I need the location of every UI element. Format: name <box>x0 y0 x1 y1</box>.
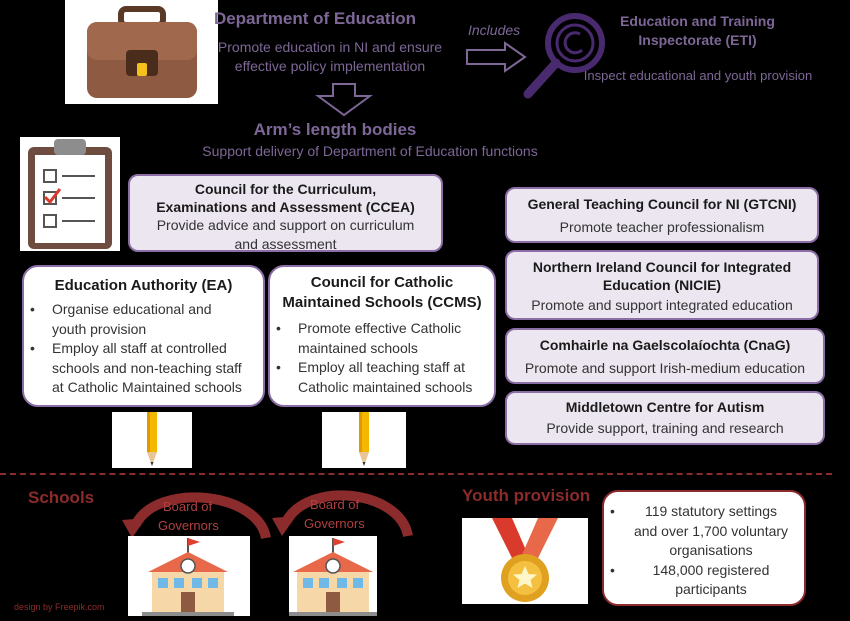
briefcase-icon <box>87 6 197 98</box>
ea-title: Education Authority (EA) <box>54 277 233 294</box>
gtcni-title: General Teaching Council for NI (GTCNI) <box>527 196 797 212</box>
eti-desc: Inspect educational and youth provision <box>583 68 813 83</box>
board-label-right-2: Governors <box>304 516 365 531</box>
ccea-box: Council for the Curriculum, Examinations… <box>128 174 443 252</box>
arms-length-desc: Support delivery of Department of Educat… <box>202 143 538 159</box>
schools-label: Schools <box>28 488 95 507</box>
clipboard-icon <box>28 139 112 249</box>
middletown-box: Middletown Centre for Autism Provide sup… <box>505 391 825 445</box>
department-title: Department of Education <box>213 9 417 28</box>
ccea-title-line1: Council for the Curriculum, <box>194 181 377 197</box>
pencil-image-left <box>112 412 192 468</box>
down-arrow <box>315 83 373 117</box>
cnag-desc: Promote and support Irish-medium educati… <box>524 360 806 376</box>
ccms-title-line1: Council for Catholic <box>310 274 454 291</box>
school-image-left <box>128 536 250 616</box>
eti-title-line2: Inspectorate (ETI) <box>638 32 757 48</box>
youth-title: Youth provision <box>462 486 591 505</box>
pencil-icon <box>147 412 157 466</box>
pencil-icon <box>359 412 369 466</box>
pencil-image-right <box>322 412 406 468</box>
ccea-desc-line2: and assessment <box>234 236 337 252</box>
ccms-box: Council for Catholic Maintained Schools … <box>268 265 496 407</box>
magnifier-icon <box>523 13 605 99</box>
cnag-box: Comhairle na Gaelscolaíochta (CnaG) Prom… <box>505 328 825 384</box>
nicie-title-line1: Northern Ireland Council for Integrated <box>532 259 792 275</box>
medal-icon <box>492 518 558 602</box>
board-label-left-1: Board of <box>163 499 213 514</box>
eti-title-line1: Education and Training <box>620 13 775 29</box>
ccea-title-line2: Examinations and Assessment (CCEA) <box>156 199 415 215</box>
nicie-box: Northern Ireland Council for Integrated … <box>505 250 819 320</box>
gtcni-box: General Teaching Council for NI (GTCNI) … <box>505 187 819 243</box>
board-label-left-2: Governors <box>158 518 219 533</box>
clipboard-image <box>20 137 120 251</box>
includes-arrow <box>466 41 527 73</box>
ccea-desc-line1: Provide advice and support on curriculum <box>156 217 415 233</box>
section-divider <box>0 473 832 475</box>
department-desc-line1: Promote education in NI and ensure <box>217 39 443 55</box>
middletown-title: Middletown Centre for Autism <box>565 399 765 415</box>
school-icon <box>289 538 377 616</box>
board-arc-left <box>122 492 271 540</box>
school-icon <box>142 538 234 616</box>
cnag-title: Comhairle na Gaelscolaíochta (CnaG) <box>539 337 791 353</box>
school-image-right <box>289 536 377 616</box>
nicie-title-line2: Education (NICIE) <box>602 277 722 293</box>
arms-length-title: Arm’s length bodies <box>253 120 417 139</box>
ccms-title-line2: Maintained Schools (CCMS) <box>282 294 482 311</box>
board-label-right-1: Board of <box>310 497 360 512</box>
department-desc-line2: effective policy implementation <box>234 58 426 74</box>
middletown-desc: Provide support, training and research <box>546 420 784 436</box>
includes-label: Includes <box>468 22 521 38</box>
board-arc-right <box>272 490 413 538</box>
credit-text: design by Freepik.com <box>14 602 105 612</box>
medal-image <box>462 518 588 604</box>
ea-box: Education Authority (EA) Organise educat… <box>22 265 265 407</box>
briefcase-image <box>65 0 218 104</box>
nicie-desc: Promote and support integrated education <box>531 297 793 313</box>
gtcni-desc: Promote teacher professionalism <box>559 219 765 235</box>
